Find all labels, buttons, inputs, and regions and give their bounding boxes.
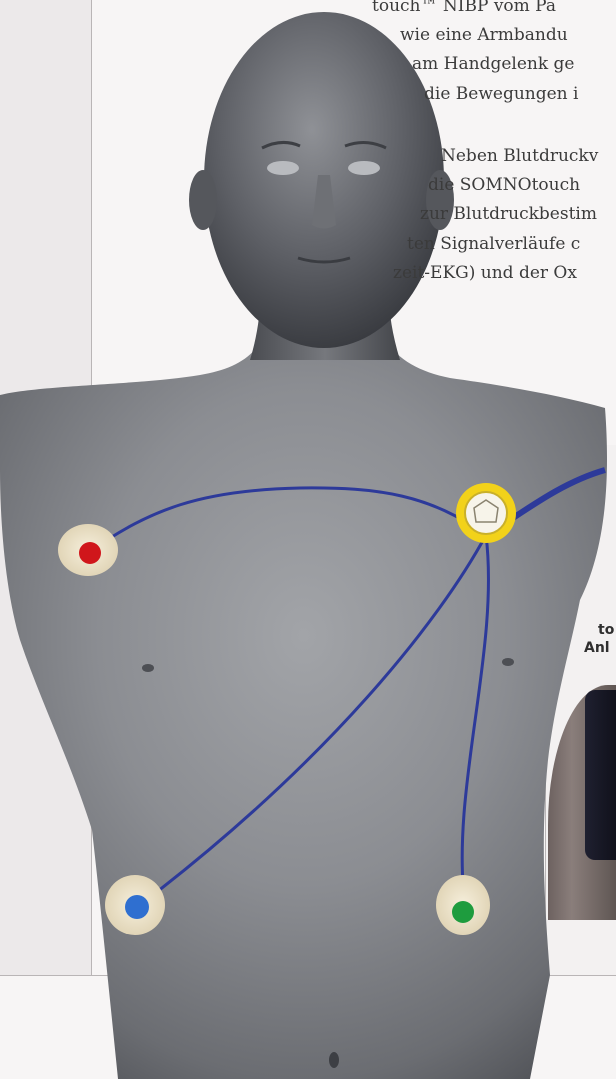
text-line: die SOMNOtouch xyxy=(428,171,580,200)
right-eye xyxy=(348,161,380,175)
left-nipple xyxy=(142,664,154,672)
electrode-blue xyxy=(125,895,149,919)
left-eye xyxy=(267,161,299,175)
text-line: zeit-EKG) und der Ox xyxy=(393,259,577,288)
left-ear xyxy=(189,170,217,230)
caption-line-1: to xyxy=(598,621,614,639)
text-line: wie eine Armbandu xyxy=(400,21,568,50)
text-line: die Bewegungen i xyxy=(424,80,578,109)
electrode-red xyxy=(79,542,101,564)
text-line: Neben Blutdruckv xyxy=(441,142,598,171)
navel xyxy=(329,1052,339,1068)
right-nipple xyxy=(502,658,514,666)
caption-line-2: Anl xyxy=(584,639,610,657)
central-sensor-face xyxy=(465,492,507,534)
text-line: ten Signalverläufe c xyxy=(407,230,580,259)
electrode-green xyxy=(452,901,474,923)
text-line: zur Blutdruckbestim xyxy=(420,200,597,229)
text-line: touch™ NIBP vom Pa xyxy=(372,0,556,21)
text-line: am Handgelenk ge xyxy=(412,50,575,79)
torso-shape xyxy=(0,340,607,1079)
